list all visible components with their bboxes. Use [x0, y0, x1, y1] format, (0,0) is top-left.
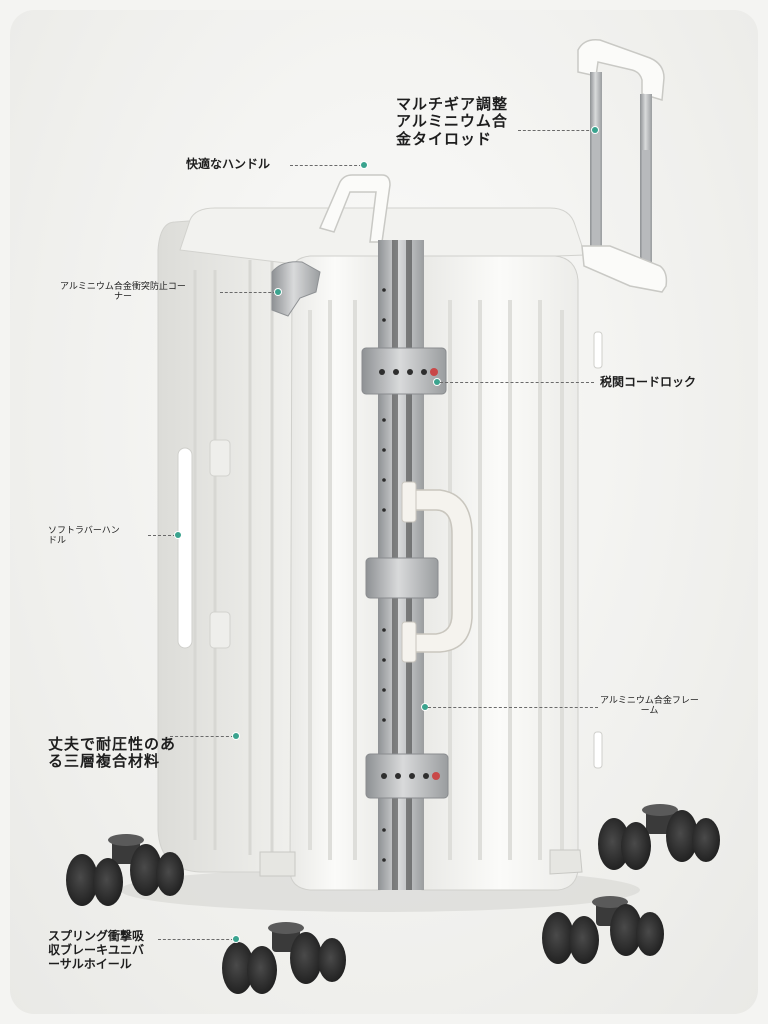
leader-lock: [440, 382, 594, 383]
callout-shell: 丈夫で耐圧性のあ る三層複合材料: [48, 735, 177, 771]
marker-dot-top-handle: [361, 162, 367, 168]
wheel-back-right: [542, 896, 664, 964]
telescopic-handle-shape: [577, 38, 668, 293]
front-ribs: [308, 300, 564, 860]
side-grooves: [193, 260, 274, 860]
suitcase-illustration: [66, 38, 720, 994]
middle-latch: [365, 557, 439, 599]
marker-dot-shell: [233, 733, 239, 739]
leader-top-handle: [290, 165, 362, 166]
leader-corner: [220, 292, 276, 293]
callout-telescopic-handle: マルチギア調整 アルミニウム合 金タイロッド: [396, 95, 509, 148]
wheel-front-left: [66, 834, 184, 906]
marker-dot-corner: [275, 289, 281, 295]
marker-dot-telescopic-handle: [592, 127, 598, 133]
leader-side-handle: [148, 535, 176, 536]
wheel-back-left: [222, 922, 346, 994]
marker-dot-lock: [434, 379, 440, 385]
callout-lock: 税関コードロック: [600, 375, 697, 389]
upper-lock-body: [361, 347, 447, 395]
leader-frame: [428, 707, 598, 708]
callout-corner: アルミニウム合金衝突防止コー ナー: [60, 282, 186, 303]
callout-wheels: スプリング衝撃吸 収ブレーキユニバ ーサルホイール: [48, 929, 145, 971]
callout-top-handle: 快適なハンドル: [186, 157, 271, 171]
leader-telescopic-handle: [518, 130, 594, 131]
marker-dot-wheels: [233, 936, 239, 942]
side-handle-shape: [177, 447, 193, 649]
leader-shell: [170, 736, 234, 737]
leader-wheels: [158, 939, 234, 940]
callout-side-handle: ソフトラバーハン ドル: [48, 526, 120, 547]
frame-rivets: [382, 288, 386, 862]
marker-dot-frame: [422, 704, 428, 710]
marker-dot-side-handle: [175, 532, 181, 538]
lower-lock-body: [365, 753, 449, 799]
product-image-stage: マルチギア調整 アルミニウム合 金タイロッド 快適なハンドル アルミニウム合金衝…: [10, 10, 758, 1014]
wheel-front-right: [598, 804, 720, 870]
corner-protector: [271, 261, 321, 317]
callout-frame: アルミニウム合金フレー ーム: [600, 696, 699, 717]
